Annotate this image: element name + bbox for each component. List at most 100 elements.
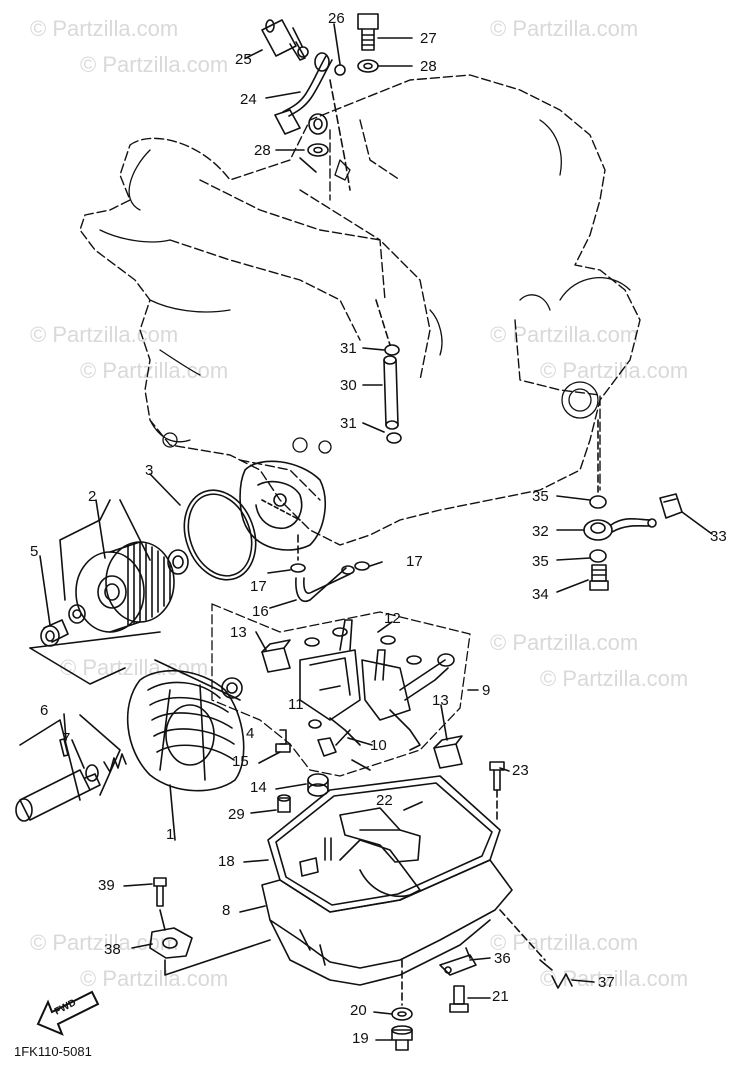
watermark: © Partzilla.com — [490, 322, 639, 347]
callout-20[interactable]: 20 — [350, 1002, 367, 1019]
callout-15[interactable]: 15 — [232, 753, 249, 770]
clamp-36 — [439, 947, 477, 976]
callout-26[interactable]: 26 — [328, 10, 345, 27]
leader — [119, 499, 151, 561]
o-ring-12 — [304, 627, 422, 665]
callout-33[interactable]: 33 — [710, 528, 727, 545]
callout-35-lower[interactable]: 35 — [532, 553, 549, 570]
watermark: © Partzilla.com — [490, 16, 639, 41]
callout-8[interactable]: 8 — [222, 902, 231, 919]
callout-13-upper[interactable]: 13 — [230, 624, 247, 641]
pipe-30 — [383, 355, 399, 430]
callout-29[interactable]: 29 — [228, 806, 245, 823]
callout-38[interactable]: 38 — [104, 941, 121, 958]
strainer-assembly-box — [211, 603, 471, 777]
callout-3[interactable]: 3 — [145, 462, 154, 479]
callout-35-upper[interactable]: 35 — [532, 488, 549, 505]
callout-16[interactable]: 16 — [252, 603, 269, 620]
watermark: © Partzilla.com — [60, 655, 209, 680]
callout-7[interactable]: 7 — [62, 730, 71, 747]
callout-34[interactable]: 34 — [532, 586, 549, 603]
pipe-16 — [295, 565, 355, 602]
callout-36[interactable]: 36 — [494, 950, 511, 967]
callout-31-lower[interactable]: 31 — [340, 415, 357, 432]
oil-filter-2 — [75, 541, 175, 633]
callout-32[interactable]: 32 — [532, 523, 549, 540]
watermark: © Partzilla.com — [490, 930, 639, 955]
washer-26 — [297, 46, 346, 76]
callout-17-right[interactable]: 17 — [406, 553, 423, 570]
drain-bolt-19 — [391, 1025, 413, 1051]
leader — [59, 499, 111, 601]
leader — [159, 909, 271, 976]
banjo-bolt-25 — [261, 19, 306, 61]
o-ring-11 — [308, 719, 322, 729]
callout-37[interactable]: 37 — [598, 974, 615, 991]
bolt-21 — [449, 985, 469, 1013]
watermark: © Partzilla.com — [30, 16, 179, 41]
callout-31-upper[interactable]: 31 — [340, 340, 357, 357]
callout-24[interactable]: 24 — [240, 91, 257, 108]
engine-crankcase-contours — [99, 119, 631, 454]
watermark: © Partzilla.com — [540, 966, 689, 991]
callout-2[interactable]: 2 — [88, 488, 97, 505]
gasket-3 — [183, 489, 257, 581]
oil-pan-8 — [261, 839, 513, 986]
leader — [351, 759, 371, 771]
callout-1[interactable]: 1 — [166, 826, 175, 843]
watermark: © Partzilla.com — [30, 322, 179, 347]
callout-25[interactable]: 25 — [235, 51, 252, 68]
diagram-code: 1FK110-5081 — [14, 1044, 92, 1059]
relief-valve-6 — [15, 769, 101, 822]
callout-10[interactable]: 10 — [370, 737, 387, 754]
callout-12[interactable]: 12 — [384, 610, 401, 627]
callout-39[interactable]: 39 — [98, 877, 115, 894]
o-ring-31 — [384, 344, 402, 444]
damper-13 — [261, 639, 463, 769]
bolt-5 — [40, 619, 69, 647]
pan-studs — [299, 837, 332, 877]
cap-33 — [659, 493, 683, 519]
leader — [154, 659, 241, 701]
oil-pipe-24 — [274, 52, 333, 135]
spacer — [167, 549, 189, 575]
dowel-29 — [277, 794, 291, 813]
callout-4[interactable]: 4 — [246, 725, 255, 742]
callout-19[interactable]: 19 — [352, 1030, 369, 1047]
bolt-39 — [153, 877, 167, 907]
callout-21[interactable]: 21 — [492, 988, 509, 1005]
callout-27[interactable]: 27 — [420, 30, 437, 47]
callout-17-left[interactable]: 17 — [250, 578, 267, 595]
callout-28-top[interactable]: 28 — [420, 58, 437, 75]
oil-level-switch-32 — [583, 517, 657, 541]
callout-22[interactable]: 22 — [376, 792, 393, 809]
watermark: © Partzilla.com — [80, 966, 229, 991]
callout-30[interactable]: 30 — [340, 377, 357, 394]
callout-6[interactable]: 6 — [40, 702, 49, 719]
o-ring-14 — [307, 773, 329, 797]
callout-13-lower[interactable]: 13 — [432, 692, 449, 709]
bolt-15 — [275, 729, 291, 753]
pipe-10 — [317, 729, 351, 757]
leader — [29, 647, 126, 685]
leader — [499, 909, 546, 961]
o-ring-35 — [589, 495, 607, 563]
filter-cover-1 — [126, 669, 245, 792]
bracket-38 — [149, 927, 193, 959]
callout-9[interactable]: 9 — [482, 682, 491, 699]
oil-pump-cover — [239, 460, 326, 551]
spring — [103, 753, 127, 773]
callout-28-lower[interactable]: 28 — [254, 142, 271, 159]
bolt-34 — [589, 564, 609, 591]
callout-11[interactable]: 11 — [288, 696, 304, 713]
callout-18[interactable]: 18 — [218, 853, 235, 870]
baffle-22 — [339, 807, 421, 863]
callout-5[interactable]: 5 — [30, 543, 39, 560]
oil-strainer-9 — [299, 619, 455, 751]
callout-14[interactable]: 14 — [250, 779, 267, 796]
watermark: © Partzilla.com — [80, 358, 229, 383]
callout-23[interactable]: 23 — [512, 762, 529, 779]
gasket-20 — [391, 1007, 413, 1021]
